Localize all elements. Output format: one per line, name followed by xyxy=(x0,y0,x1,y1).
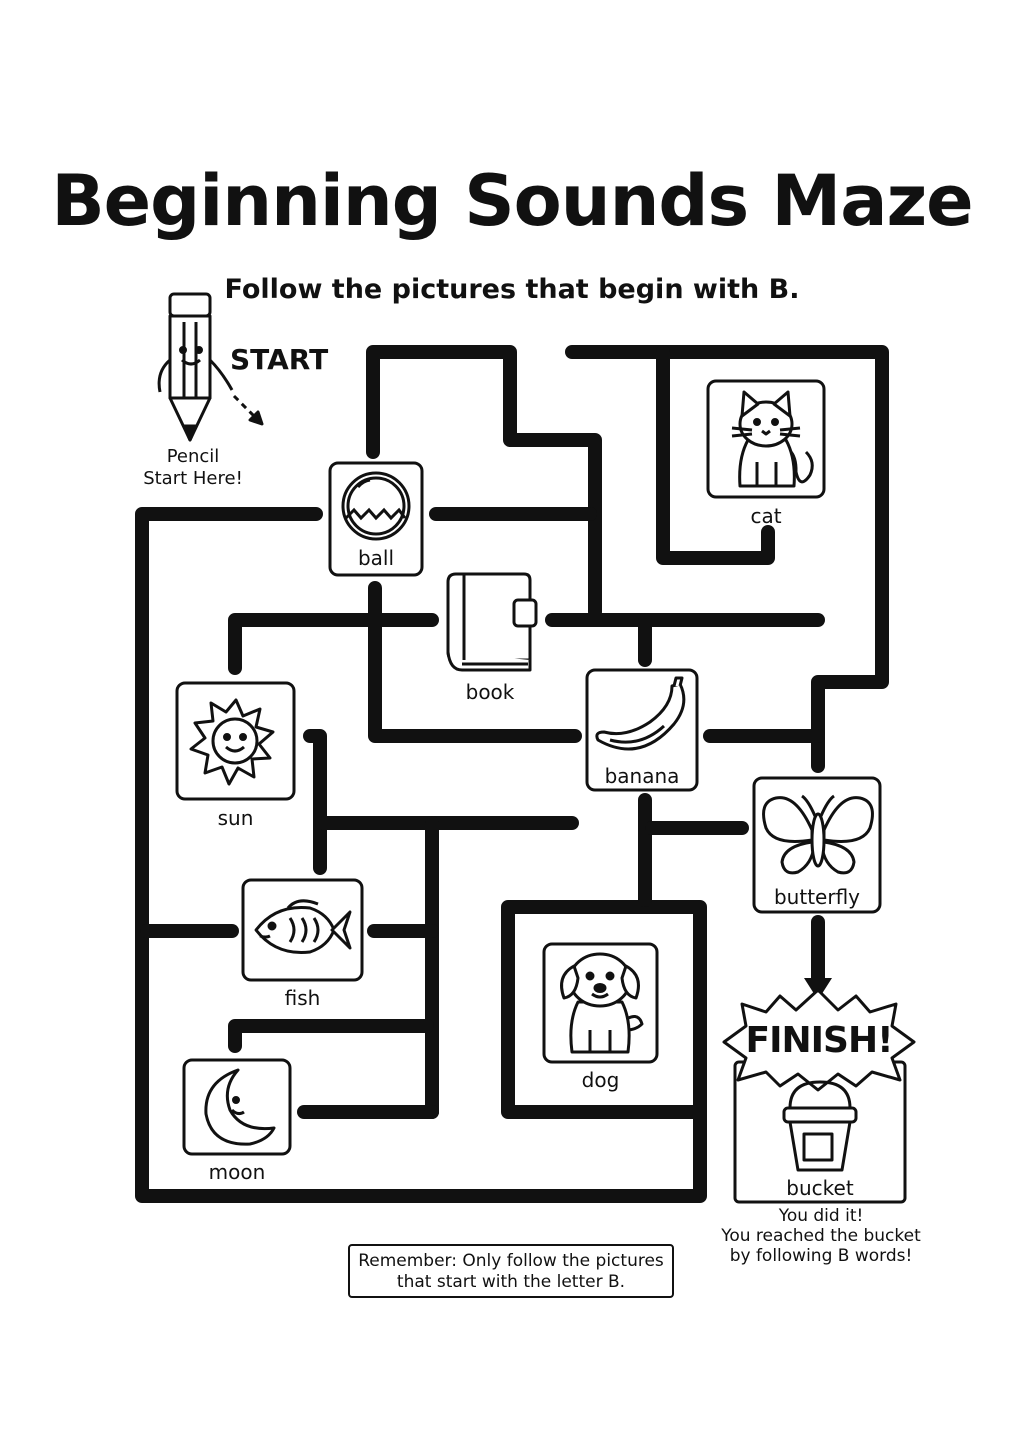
fish-icon xyxy=(254,899,352,955)
label-fish: fish xyxy=(284,986,321,1010)
label-banana: banana xyxy=(604,764,680,788)
pencil-note-line1: Pencil xyxy=(166,446,220,467)
finish-burst-shape xyxy=(722,988,916,1092)
label-bucket: bucket xyxy=(786,1176,854,1200)
success-note: You did it! You reached the bucket by fo… xyxy=(706,1206,936,1266)
finish-label: FINISH! xyxy=(745,1020,894,1061)
label-ball: ball xyxy=(357,546,395,570)
book-icon xyxy=(446,572,538,672)
label-sun: sun xyxy=(217,806,254,830)
dog-icon xyxy=(560,952,644,1054)
success-note-line1: You did it! xyxy=(778,1206,864,1226)
reminder-line1: Remember: Only follow the pictures xyxy=(358,1251,664,1271)
maze-walls xyxy=(135,345,889,1203)
label-butterfly: butterfly xyxy=(773,885,860,909)
sun-icon xyxy=(189,698,275,786)
banana-icon xyxy=(595,676,686,751)
pencil-start-note: Pencil Start Here! xyxy=(128,446,258,490)
start-label: START xyxy=(230,343,329,376)
label-dog: dog xyxy=(581,1068,620,1092)
moon-icon xyxy=(204,1068,276,1146)
success-note-line3: by following B words! xyxy=(729,1246,913,1266)
page-title: Beginning Sounds Maze xyxy=(51,160,973,242)
label-cat: cat xyxy=(750,504,782,528)
reminder-box: Remember: Only follow the pictures that … xyxy=(348,1244,674,1298)
pencil-note-line2: Start Here! xyxy=(143,468,243,489)
ball-icon xyxy=(341,471,411,541)
label-moon: moon xyxy=(208,1160,266,1184)
label-book: book xyxy=(465,680,515,704)
success-note-line2: You reached the bucket xyxy=(721,1226,921,1246)
reminder-line2: that start with the letter B. xyxy=(396,1272,626,1292)
bucket-icon xyxy=(782,1080,858,1172)
cat-icon xyxy=(731,390,814,488)
instructions: Follow the pictures that begin with B. xyxy=(224,274,800,305)
butterfly-icon xyxy=(762,794,874,875)
pencil-icon xyxy=(157,292,264,442)
